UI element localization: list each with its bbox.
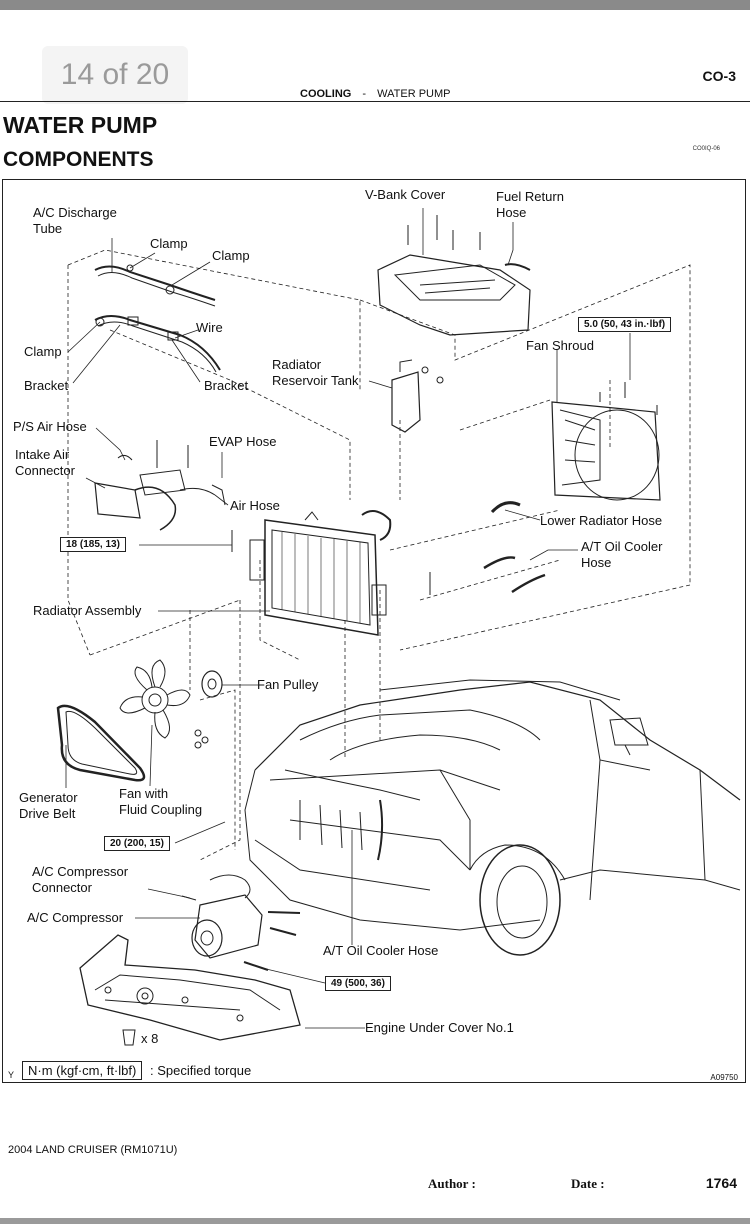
torque-radiator: 18 (185, 13)	[60, 537, 126, 552]
page-number: 1764	[705, 1175, 737, 1191]
label-ac-discharge-tube: A/C Discharge Tube	[33, 205, 117, 236]
page-subtitle: COMPONENTS	[3, 148, 154, 171]
label-at-oil-cooler-hose-2: A/T Oil Cooler Hose	[323, 943, 439, 958]
label-air-hose: Air Hose	[230, 498, 280, 513]
label-clamp-2: Clamp	[212, 248, 250, 263]
date-label: Date :	[571, 1176, 605, 1191]
label-at-oil-cooler-hose-1: A/T Oil Cooler Hose	[581, 539, 663, 570]
corner-mark: Y	[8, 1070, 15, 1080]
page-counter[interactable]: 14 of 20	[42, 46, 188, 104]
label-radiator-reservoir-tank: Radiator Reservoir Tank	[272, 357, 359, 388]
bottom-bar	[0, 1218, 750, 1224]
label-wire: Wire	[196, 320, 223, 335]
label-fuel-return-hose: Fuel Return Hose	[496, 189, 564, 220]
section-header: COOLING - WATER PUMP	[300, 88, 450, 100]
label-bracket-2: Bracket	[204, 378, 249, 393]
label-radiator-assembly: Radiator Assembly	[33, 603, 142, 618]
label-clamp-3: Clamp	[24, 344, 62, 359]
top-bar	[0, 0, 750, 10]
label-bolt-count: x 8	[141, 1031, 159, 1046]
section-name: COOLING	[300, 88, 352, 100]
label-fan-shroud: Fan Shroud	[526, 338, 594, 353]
label-fan-with-fluid-coupling: Fan with Fluid Coupling	[119, 786, 203, 817]
subsection-name: WATER PUMP	[377, 88, 451, 100]
diagram-frame	[2, 179, 746, 1083]
torque-fan: 20 (200, 15)	[104, 836, 170, 851]
reference-code: CO0IQ-06	[692, 146, 720, 152]
label-ac-compressor-connector: A/C Compressor Connector	[32, 864, 129, 895]
label-clamp-1: Clamp	[150, 236, 188, 251]
label-fan-pulley: Fan Pulley	[257, 677, 319, 692]
torque-compressor: 49 (500, 36)	[325, 976, 391, 991]
author-label: Author :	[428, 1176, 476, 1191]
label-generator-drive-belt: Generator Drive Belt	[19, 790, 78, 821]
header-rule	[0, 101, 750, 102]
vehicle-model: 2004 LAND CRUISER (RM1071U)	[8, 1144, 178, 1156]
label-bracket-1: Bracket	[24, 378, 69, 393]
figure-code: A09750	[710, 1073, 738, 1082]
label-ps-air-hose: P/S Air Hose	[13, 419, 87, 434]
label-v-bank-cover: V-Bank Cover	[365, 187, 446, 202]
section-separator: -	[362, 88, 367, 100]
label-lower-radiator-hose: Lower Radiator Hose	[540, 513, 663, 528]
label-evap-hose: EVAP Hose	[209, 434, 277, 449]
page-id: CO-3	[702, 68, 736, 84]
torque-shroud: 5.0 (50, 43 in.·lbf)	[578, 317, 672, 332]
legend-unit: N·m (kgf·cm, ft·lbf)	[22, 1061, 143, 1080]
label-engine-under-cover: Engine Under Cover No.1	[365, 1020, 514, 1035]
label-ac-compressor: A/C Compressor	[27, 910, 124, 925]
page-title: WATER PUMP	[3, 112, 158, 138]
label-intake-air-connector: Intake Air Connector	[15, 447, 75, 478]
legend-text: : Specified torque	[150, 1063, 252, 1078]
